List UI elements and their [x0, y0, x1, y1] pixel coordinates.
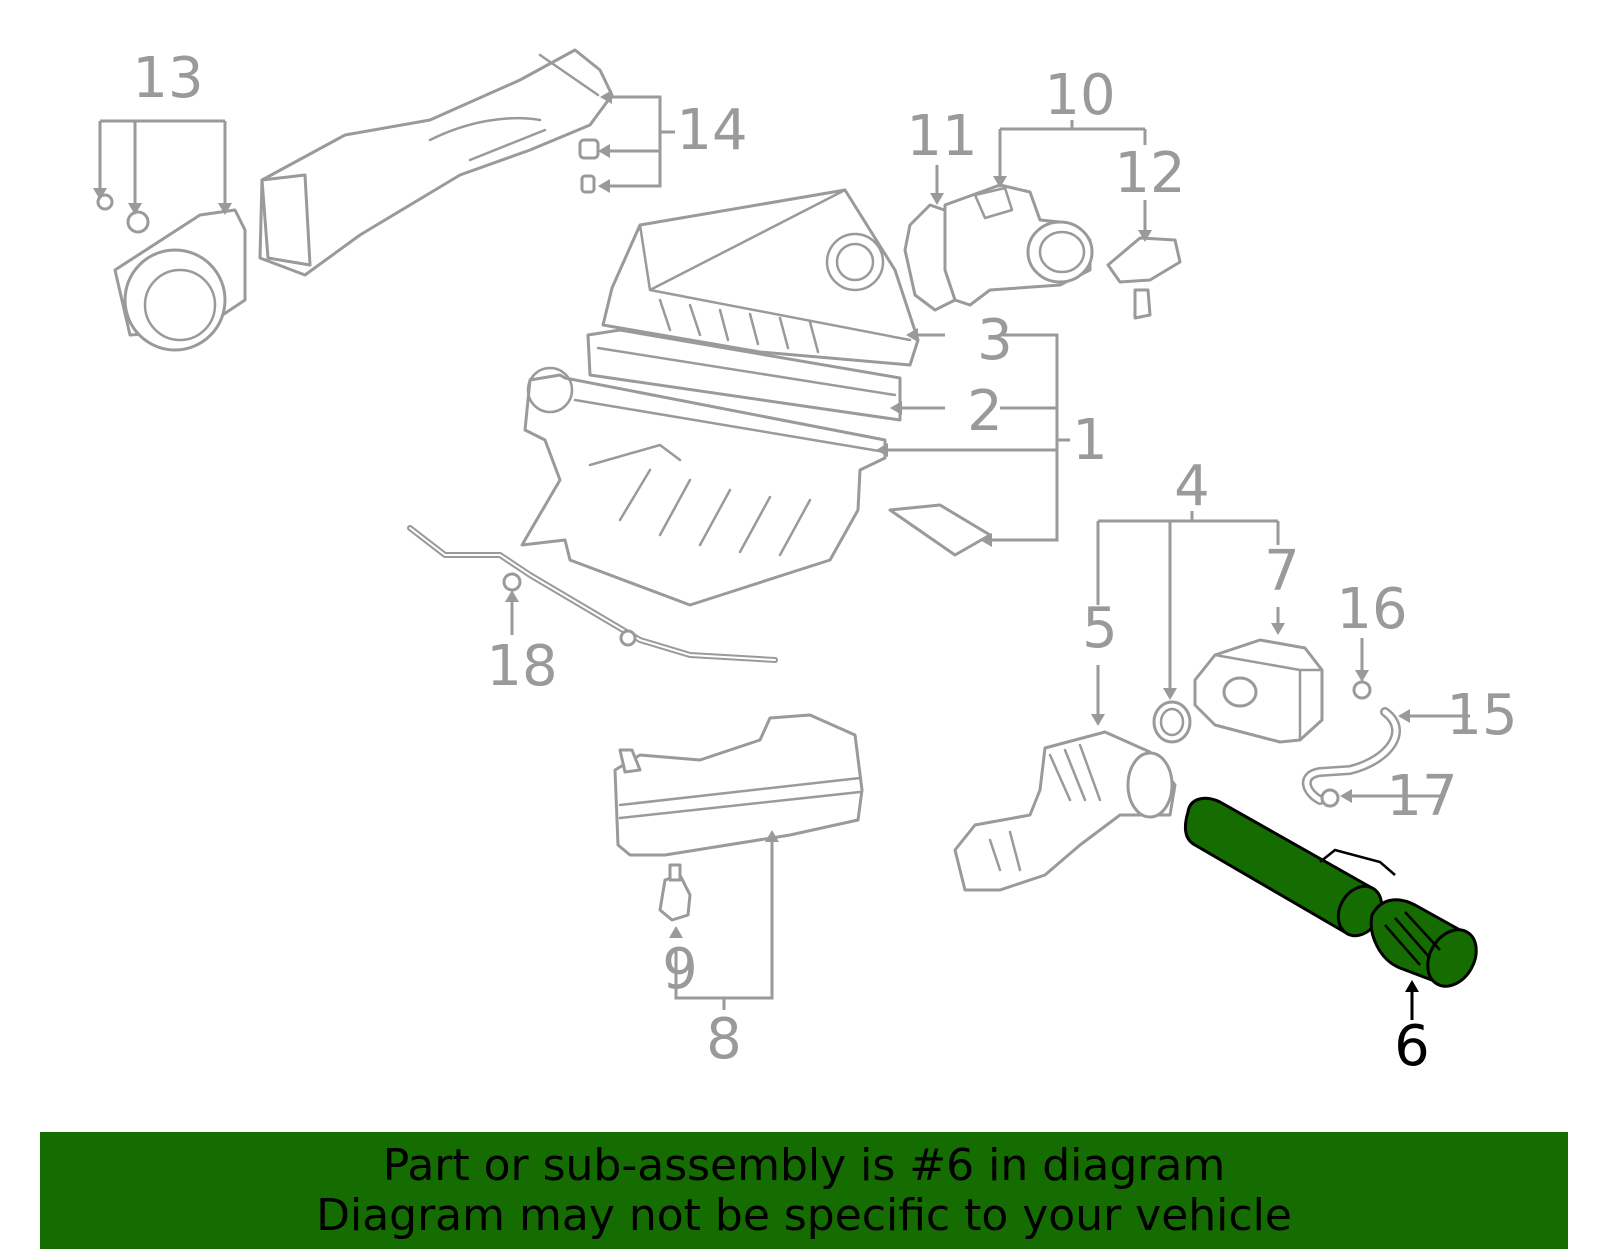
part-4-clamp	[1152, 700, 1192, 744]
callout-11: 11	[906, 104, 977, 169]
part-10-11-12-leaders	[930, 120, 1152, 242]
part-14-intake-duct	[258, 48, 614, 277]
part-1-air-cleaner-case	[520, 366, 992, 607]
callout-1: 1	[1072, 408, 1108, 473]
callout-7: 7	[1264, 539, 1300, 604]
part-7-resonator-box	[1193, 638, 1324, 744]
part-2-air-filter-element	[586, 328, 902, 422]
part-13-adapter	[96, 193, 247, 352]
part-5-intake-hose	[953, 730, 1177, 892]
part-14-leaders	[598, 90, 675, 193]
part-9-bushing	[658, 863, 692, 922]
part-6-intake-pipe-highlighted[interactable]	[1183, 796, 1486, 995]
callout-15: 15	[1446, 683, 1517, 748]
part-15-16-17-leaders	[1340, 638, 1470, 803]
part-13-leaders	[93, 119, 232, 215]
part-18-rod	[407, 525, 778, 663]
part-3-air-cleaner-cap	[601, 188, 920, 367]
banner-line-disclaimer: Diagram may not be specific to your vehi…	[316, 1189, 1292, 1241]
callout-3: 3	[977, 308, 1013, 373]
callout-9: 9	[662, 937, 698, 1002]
callout-6: 6	[1394, 1014, 1430, 1079]
part-8-9-leaders	[669, 830, 779, 1010]
callout-2: 2	[967, 379, 1003, 444]
banner-line-part-number: Part or sub-assembly is #6 in diagram	[382, 1139, 1226, 1191]
callout-5: 5	[1082, 596, 1118, 661]
callout-13: 13	[132, 46, 203, 111]
callout-8: 8	[706, 1007, 742, 1072]
callout-18: 18	[486, 634, 557, 699]
part-17-clip	[1320, 788, 1340, 808]
part-12-sensor	[1106, 236, 1182, 320]
part-15-hose	[1301, 707, 1401, 805]
callout-16: 16	[1336, 577, 1407, 642]
part-8-resonator	[613, 713, 864, 857]
part-4-5-7-leaders	[1075, 511, 1307, 726]
part-18-leader	[505, 590, 519, 635]
callout-17: 17	[1386, 764, 1457, 829]
callout-4: 4	[1174, 454, 1210, 519]
callout-14: 14	[676, 98, 747, 163]
callout-10: 10	[1044, 63, 1115, 128]
part-16-clip	[1352, 680, 1372, 700]
part-11-gasket	[903, 203, 957, 312]
part-1-2-3-leaders	[876, 315, 1070, 547]
part-6-leader	[1405, 980, 1419, 1020]
callout-12: 12	[1114, 141, 1185, 206]
info-banner: Part or sub-assembly is #6 in diagram Di…	[40, 1132, 1568, 1249]
part-10-air-flow-meter	[943, 183, 1094, 307]
